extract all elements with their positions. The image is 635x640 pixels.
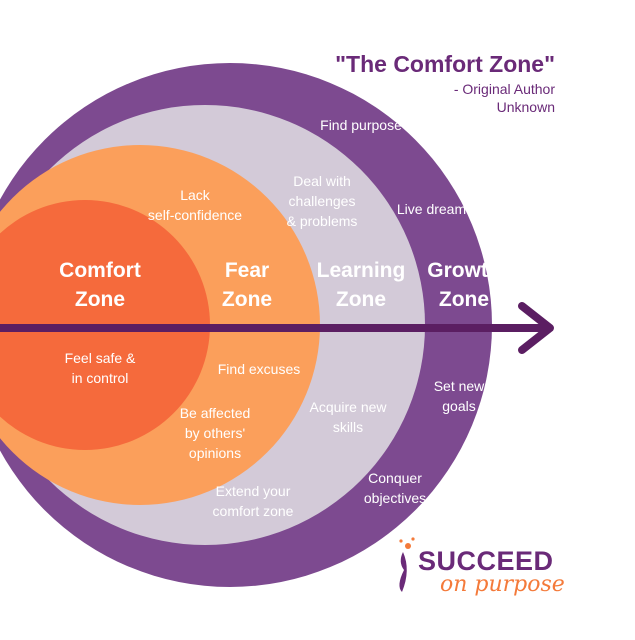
affected-label: Be affected by others' opinions <box>179 405 251 461</box>
feel-safe-label: Feel safe & in control <box>64 350 136 386</box>
set-goals-label: Set new goals <box>433 378 485 414</box>
logo-figure-icon <box>399 537 415 592</box>
fear-zone-label: Fear Zone <box>221 259 273 311</box>
find-excuses-label: Find excuses <box>217 361 301 377</box>
logo-succeed: SUCCEED <box>418 546 554 576</box>
lack-confidence-label: Lack self-confidence <box>147 187 243 223</box>
learning-zone-label: Learning Zone <box>316 259 406 311</box>
extend-zone-label: Extend your comfort zone <box>212 483 294 519</box>
page-title: "The Comfort Zone" <box>335 51 555 77</box>
live-dreams-label: Live dreams <box>396 201 474 217</box>
comfort-zone-label: Comfort Zone <box>59 259 141 311</box>
acquire-skills-label: Acquire new skills <box>309 399 387 435</box>
arrow-head <box>518 302 554 354</box>
logo-on-purpose: on purpose <box>440 572 565 597</box>
conquer-label: Conquer objectives <box>363 470 427 506</box>
author-credit: - Original Author Unknown <box>453 81 555 115</box>
deal-challenges-label: Deal with challenges & problems <box>286 173 358 229</box>
growth-zone-label: Growth Zone <box>427 259 501 311</box>
find-purpose-label: Find purpose <box>320 117 402 133</box>
